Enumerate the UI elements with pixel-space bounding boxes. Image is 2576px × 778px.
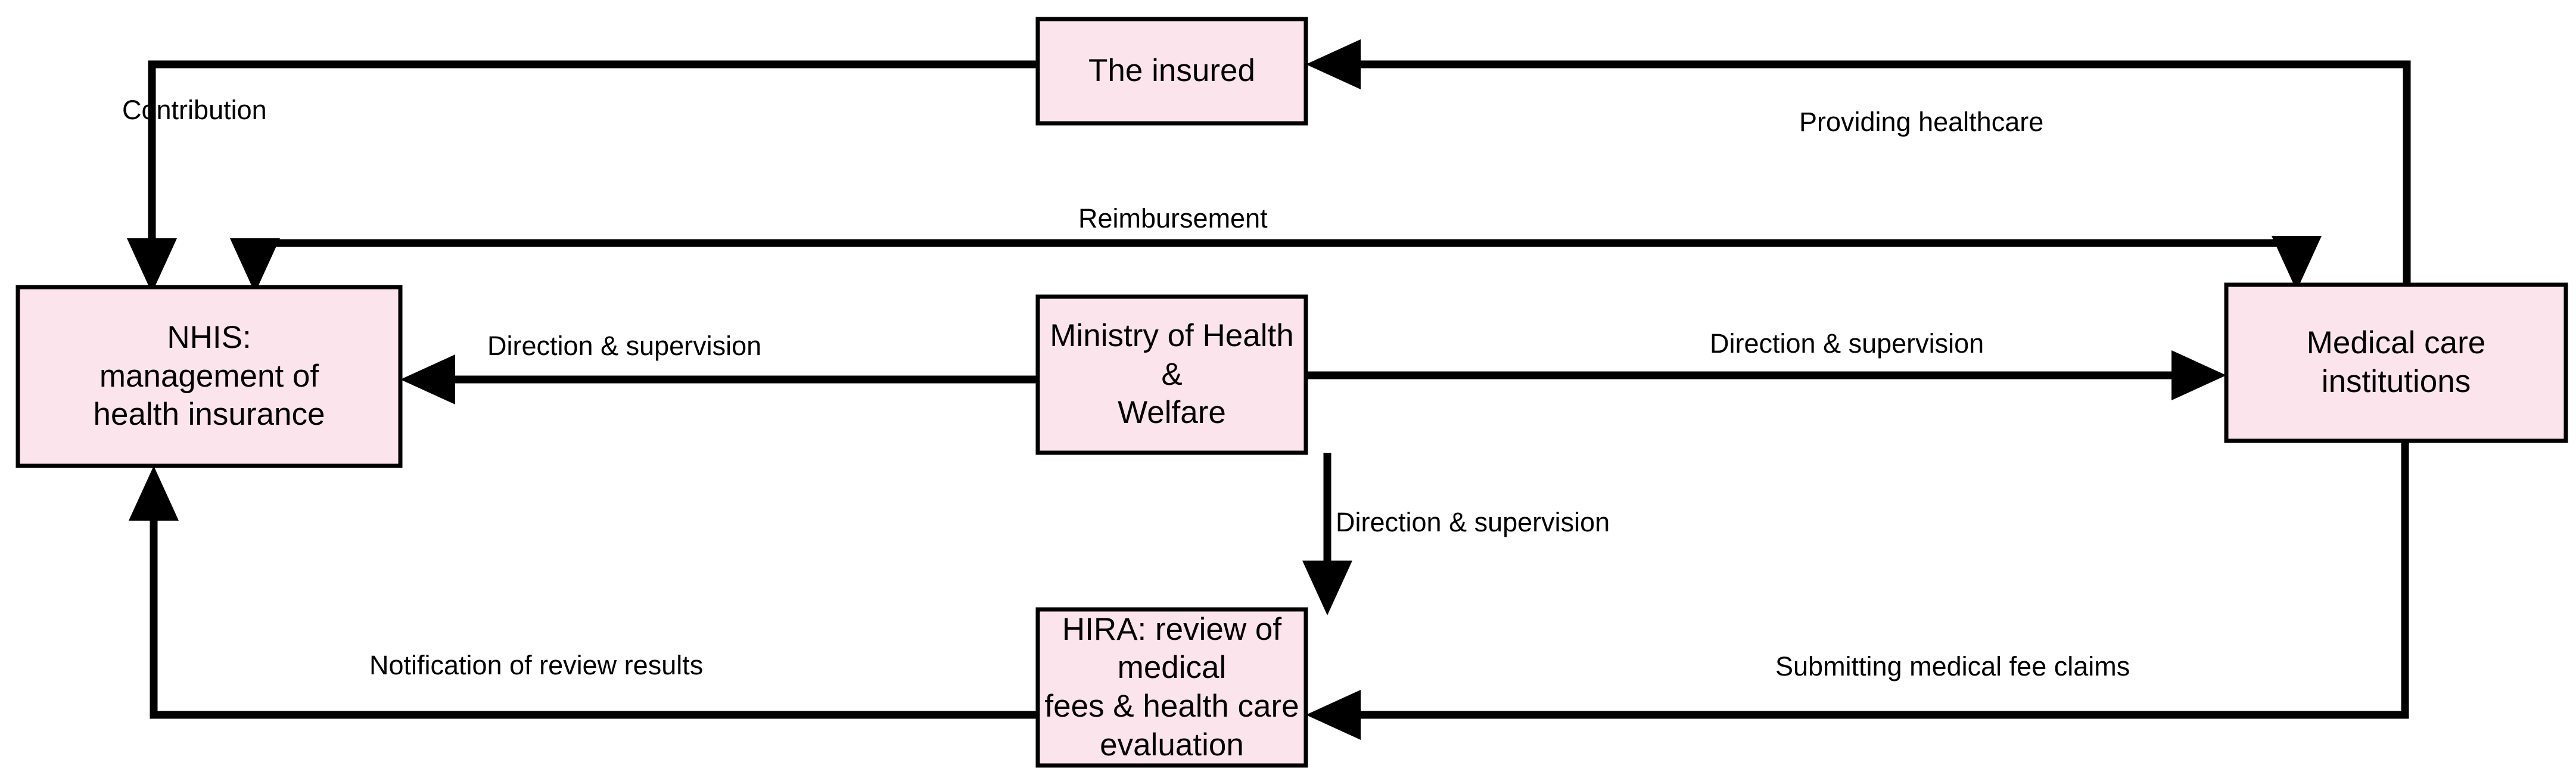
edge-submitting-claims [1306,441,2409,740]
edge-label-providing-healthcare: Providing healthcare [1799,107,2044,137]
edge-contribution-arrowhead [127,238,177,293]
edge-direction-supervision-right [1306,350,2226,400]
edge-providing-healthcare-arrowhead [1306,39,1361,89]
node-medical-rect[interactable] [2224,282,2568,443]
edge-submitting-claims-arrowhead [1306,690,1361,740]
edge-label-contribution: Contribution [122,95,267,125]
edge-reimbursement-arrowhead-left [230,238,280,293]
node-hira-rect[interactable] [1035,607,1308,768]
edge-submitting-claims-path [1332,441,2409,719]
edge-direction-supervision-left [400,354,1038,404]
edge-reimbursement-arrowhead-right [2272,236,2322,291]
edge-label-submitting-claims: Submitting medical fee claims [1775,651,2130,681]
edge-notification-path [150,492,1038,719]
node-ministry-rect[interactable] [1035,294,1308,455]
edge-notification [129,466,1038,719]
node-insured-rect[interactable] [1035,17,1308,126]
edge-label-reimbursement: Reimbursement [1078,203,1268,234]
edge-providing-healthcare [1306,39,2411,285]
edge-providing-healthcare-path [1332,60,2411,285]
edge-reimbursement [230,236,2322,293]
edge-contribution-path [148,60,1038,267]
node-nhis-rect[interactable] [15,285,403,468]
edge-label-direction-supervision-right: Direction & supervision [1710,328,1984,359]
edge-label-notification: Notification of review results [369,650,704,680]
edge-direction-supervision-right-arrowhead [2171,350,2226,400]
edge-notification-arrowhead [129,466,179,521]
edge-reimbursement-path [251,239,2301,267]
edge-direction-supervision-hira [1302,453,1352,615]
edge-label-direction-supervision-left: Direction & supervision [487,331,762,361]
edge-contribution [127,60,1038,293]
edge-direction-supervision-left-arrowhead [400,354,455,404]
edge-direction-supervision-hira-arrowhead [1302,561,1352,615]
edge-label-direction-supervision-hira: Direction & supervision [1336,507,1610,537]
